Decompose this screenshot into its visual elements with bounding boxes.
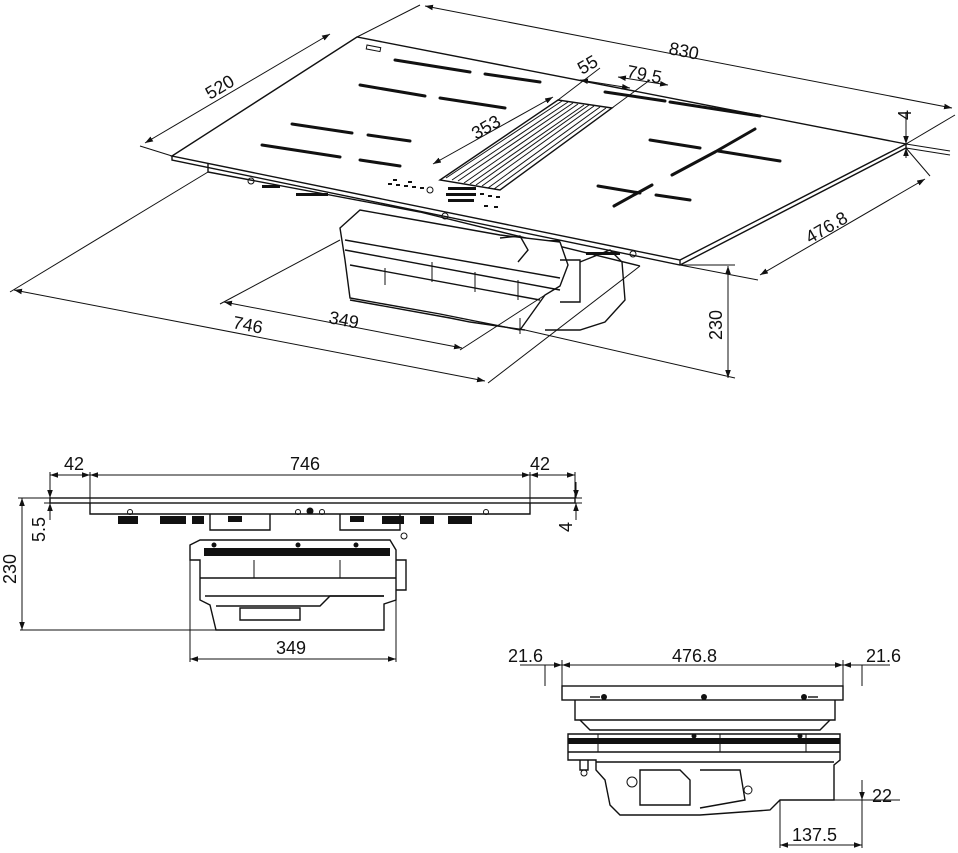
dim-front-42-right: 42 (530, 454, 550, 474)
dim-front-4: 4 (556, 522, 576, 532)
dim-iso-55: 55 (574, 51, 601, 78)
dim-front-349: 349 (276, 638, 306, 658)
iso-dimensions: 830 520 4 55 79.5 353 476.8 746 (9, 4, 956, 384)
dim-side-22: 22 (872, 786, 892, 806)
dim-iso-476-8: 476.8 (802, 208, 851, 248)
dim-side-21-6-right: 21.6 (866, 646, 901, 666)
dim-iso-830: 830 (667, 38, 700, 63)
dim-iso-520: 520 (202, 71, 238, 104)
front-view (49, 497, 576, 631)
dim-side-137-5: 137.5 (792, 825, 837, 845)
dim-iso-746: 746 (231, 312, 264, 337)
dim-iso-4: 4 (895, 110, 915, 120)
dim-front-5-5: 5.5 (29, 517, 49, 542)
dim-iso-230: 230 (706, 310, 726, 340)
dim-side-21-6-left: 21.6 (508, 646, 543, 666)
front-dimensions: 42 746 42 5.5 4 230 349 (0, 454, 582, 662)
side-motor-box (567, 733, 841, 816)
dim-side-476-8: 476.8 (672, 646, 717, 666)
side-dimensions: 21.6 476.8 21.6 22 137.5 (508, 646, 901, 848)
isometric-view (170, 36, 909, 334)
side-view (561, 685, 844, 816)
dim-front-746: 746 (290, 454, 320, 474)
dim-iso-79-5: 79.5 (625, 61, 663, 87)
dim-front-230: 230 (0, 554, 20, 584)
dim-front-42-left: 42 (64, 454, 84, 474)
front-glass (49, 497, 576, 504)
side-glass (561, 685, 844, 701)
dim-iso-349: 349 (327, 307, 360, 332)
